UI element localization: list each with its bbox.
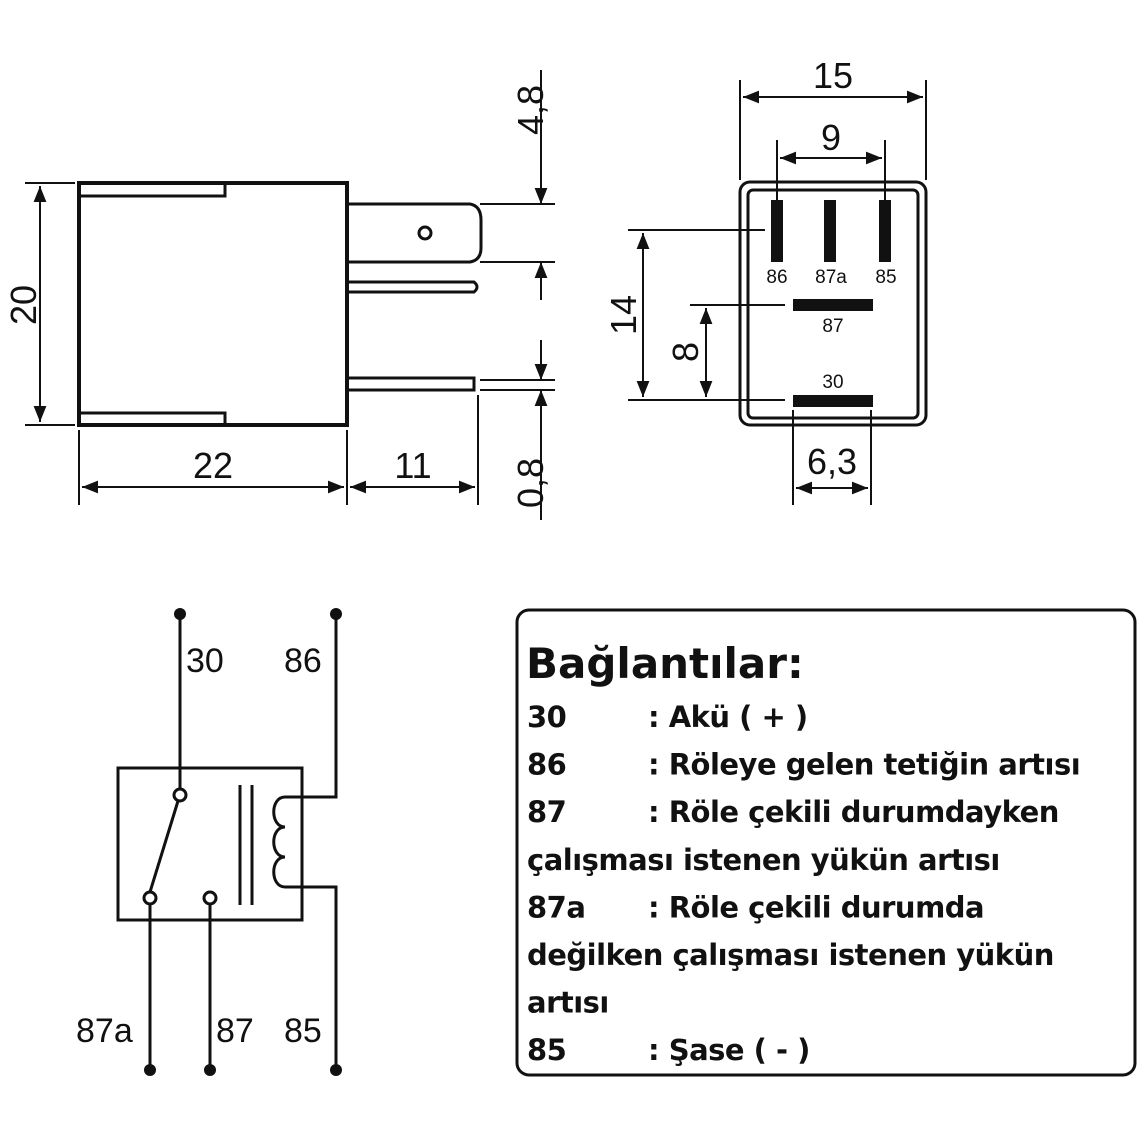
legend-box: Bağlantılar: 30 : Akü ( + ) 86 : Röleye gel… <box>515 608 1137 1077</box>
legend-title: Bağlantılar: <box>526 639 804 688</box>
legend-row-desc: değilken çalışması istenen yükün <box>527 938 1054 972</box>
legend-row-code: 30 <box>527 700 566 734</box>
legend-row-code: 85 <box>527 1033 566 1067</box>
dim-87-distance: 8 <box>665 342 706 362</box>
legend-row-desc: : Röle çekili durumdayken <box>648 795 1059 829</box>
schematic-label-86: 86 <box>284 642 322 680</box>
pin-label-87a: 87a <box>815 267 847 288</box>
schematic-label-30: 30 <box>186 642 224 680</box>
legend-row-desc: : Röleye gelen tetiğin artısı <box>648 748 1080 782</box>
legend-row-desc: : Şase ( - ) <box>648 1033 810 1067</box>
dim-pin-width: 4,8 <box>510 85 551 135</box>
dim-body-length: 22 <box>193 445 233 486</box>
dim-pin-thickness: 0,8 <box>510 458 551 508</box>
side-view <box>25 70 555 520</box>
dim-30-width: 6,3 <box>807 441 857 482</box>
dim-pin-spacing: 9 <box>821 117 841 158</box>
pin-label-85: 85 <box>875 267 896 288</box>
schematic-label-87: 87 <box>216 1012 254 1050</box>
schematic <box>116 608 342 1076</box>
legend-row-desc: : Röle çekili durumda <box>648 890 984 924</box>
legend-row-desc: : Akü ( + ) <box>648 700 808 734</box>
pin-label-86: 86 <box>766 267 787 288</box>
pin-label-30: 30 <box>822 372 843 393</box>
dim-width: 15 <box>813 55 853 96</box>
front-view <box>628 80 928 505</box>
dim-pin-length: 11 <box>394 445 431 486</box>
legend-row-desc: çalışması istenen yükün artısı <box>527 843 1000 877</box>
pin-label-87: 87 <box>822 316 843 337</box>
schematic-label-85: 85 <box>284 1012 322 1050</box>
legend-row-code: 86 <box>527 748 566 782</box>
dim-height: 20 <box>3 285 44 325</box>
legend-row-code: 87 <box>527 795 566 829</box>
legend-row-code: 87a <box>527 890 585 924</box>
schematic-label-87a: 87a <box>76 1012 133 1050</box>
dim-row-distance: 14 <box>603 295 644 335</box>
legend-row-desc: artısı <box>527 986 609 1020</box>
